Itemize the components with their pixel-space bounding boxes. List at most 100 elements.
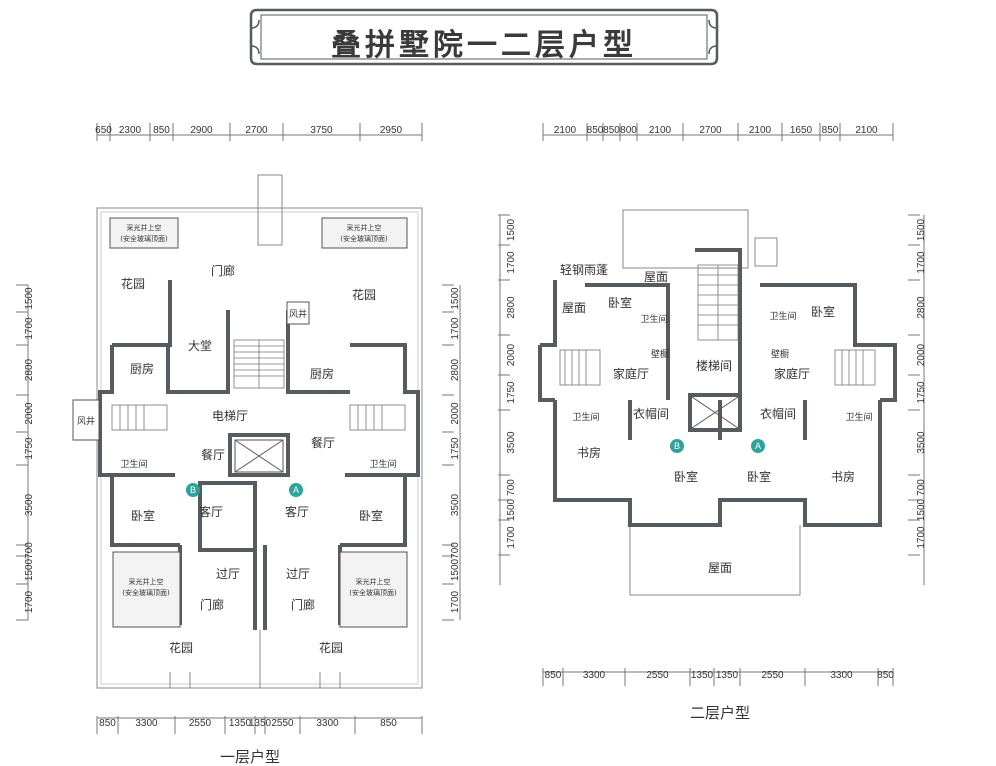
f1-dining-r: 餐厅 xyxy=(311,435,335,450)
f1-kitchen-r: 厨房 xyxy=(310,366,334,381)
f2-canopy: 轻钢雨蓬 xyxy=(560,263,608,277)
f1-living-r: 客厅 xyxy=(285,504,309,519)
dim-label: 3750 xyxy=(310,125,333,136)
f1-skylight-tl-label: 采光井上空 xyxy=(127,223,162,232)
dim-label: 2550 xyxy=(646,670,669,681)
dim-label: 2550 xyxy=(761,670,784,681)
dim-label: 1500 xyxy=(916,498,927,521)
dim-label: 2800 xyxy=(506,296,517,319)
f2-family-r: 家庭厅 xyxy=(774,366,810,381)
f1-skylight-tl xyxy=(109,217,179,249)
banner-frame xyxy=(249,8,719,66)
f1-marker-b-label: B xyxy=(190,485,196,495)
dim-label: 700 xyxy=(24,542,35,559)
f1-bath-r: 卫生间 xyxy=(369,458,396,470)
title-banner: 叠拼墅院一二层户型 xyxy=(247,6,721,68)
dim-label: 3500 xyxy=(24,493,35,516)
dim-label: 1350 xyxy=(716,670,739,681)
f1-living-l: 客厅 xyxy=(199,504,223,519)
dim-label: 3500 xyxy=(450,493,461,516)
f1-hall: 大堂 xyxy=(188,339,212,353)
dim-label: 3500 xyxy=(916,431,927,454)
f1-elevator-hall: 电梯厅 xyxy=(212,409,248,423)
dim-label: 3300 xyxy=(583,670,606,681)
f2-roof-bottom-label: 屋面 xyxy=(708,561,732,575)
dim-label: 2700 xyxy=(245,125,268,136)
f1-skylight-tl-note: (安全玻璃顶面) xyxy=(120,234,168,243)
dim-label: 1750 xyxy=(506,381,517,404)
f1-passage-r: 过厅 xyxy=(286,567,310,581)
f2-roof-top xyxy=(622,209,749,269)
f2-marker-a xyxy=(751,439,765,453)
f2-bath-tr: 卫生间 xyxy=(769,310,796,322)
f1-wind-shaft-r xyxy=(286,301,310,325)
f1-skylight-bl-note: (安全玻璃顶面) xyxy=(122,588,170,597)
dim-label: 850 xyxy=(587,125,604,136)
f1-skylight-br-note: (安全玻璃顶面) xyxy=(349,588,397,597)
f2-study-r: 书房 xyxy=(831,469,855,484)
f2-study-l: 书房 xyxy=(577,445,601,460)
f1-skylight-tr-label: 采光井上空 xyxy=(347,223,382,232)
dim-label: 1750 xyxy=(24,437,35,460)
dim-label: 2000 xyxy=(450,402,461,425)
f1-marker-a-label: A xyxy=(293,485,299,495)
f2-wall-cab-l: 壁橱 xyxy=(651,348,669,360)
dim-label: 850 xyxy=(380,718,397,729)
f2-stairs xyxy=(559,264,876,386)
dim-label: 850 xyxy=(877,670,894,681)
dim-label: 2950 xyxy=(380,125,403,136)
f1-wind-shaft-l xyxy=(72,399,100,441)
dim-label: 2000 xyxy=(506,343,517,366)
f1-wind-r: 风井 xyxy=(289,308,307,320)
f1-elevator xyxy=(234,439,284,473)
dim-label: 1350 xyxy=(691,670,714,681)
dim-label: 1700 xyxy=(916,251,927,274)
f1-porch-r: 门廊 xyxy=(291,597,315,612)
dim-label: 3300 xyxy=(135,718,158,729)
f2-family-l: 家庭厅 xyxy=(613,366,649,381)
f1-dining-l: 餐厅 xyxy=(201,447,225,462)
f2-marker-b-label: B xyxy=(674,441,680,451)
dim-label: 1700 xyxy=(450,317,461,340)
dim-label: 2100 xyxy=(554,125,577,136)
dim-label: 1350 xyxy=(229,718,252,729)
f1-bed-l: 卧室 xyxy=(131,508,155,523)
dim-label: 2000 xyxy=(24,402,35,425)
dim-label: 1700 xyxy=(450,590,461,613)
f1-bed-r: 卧室 xyxy=(359,508,383,523)
f1-wind-l: 风井 xyxy=(77,415,95,427)
dim-label: 850 xyxy=(153,125,170,136)
f2-walls xyxy=(538,248,897,527)
f1-elevator-x2 xyxy=(234,439,284,473)
dim-label: 650 xyxy=(95,125,112,136)
dim-label: 1700 xyxy=(24,317,35,340)
dim-label: 850 xyxy=(822,125,839,136)
page-title: 叠拼墅院一二层户型 xyxy=(331,28,637,63)
f2-bed-tr: 卧室 xyxy=(811,304,835,319)
dim-label: 800 xyxy=(620,125,637,136)
dim-label: 2550 xyxy=(189,718,212,729)
f2-roof-left: 屋面 xyxy=(562,301,586,315)
dim-label: 2100 xyxy=(649,125,672,136)
dim-label: 2100 xyxy=(855,125,878,136)
dim-label: 2000 xyxy=(916,343,927,366)
dim-label: 1700 xyxy=(506,251,517,274)
dim-label: 850 xyxy=(603,125,620,136)
f2-bath-br: 卫生间 xyxy=(845,411,872,423)
dim-label: 700 xyxy=(450,542,461,559)
dim-label: 3300 xyxy=(830,670,853,681)
f2-bed-br: 卧室 xyxy=(747,469,771,484)
dim-label: 2800 xyxy=(916,296,927,319)
f2-marker-a-label: A xyxy=(755,441,761,451)
f1-marker-a xyxy=(289,483,303,497)
dim-label: 1700 xyxy=(506,526,517,549)
dim-label: 850 xyxy=(545,670,562,681)
